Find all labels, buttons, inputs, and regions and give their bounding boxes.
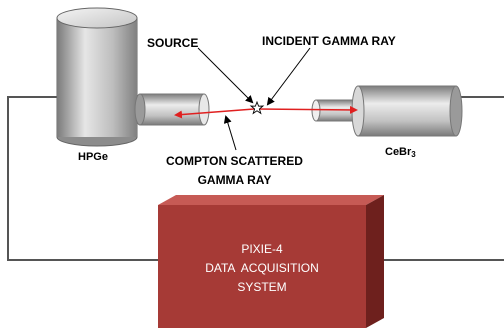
cebr-label: CeBr3 [385, 146, 416, 159]
cebr-label-base: CeBr [385, 146, 412, 158]
compton-label-line2: GAMMA RAY [197, 173, 272, 187]
daq-label-line2: DATA ACQUISITION [205, 261, 319, 275]
hpge-wire [7, 96, 158, 261]
daq-box-top [158, 195, 384, 205]
compton-scattered-label: COMPTON SCATTERED GAMMA RAY [166, 152, 303, 190]
cebr-detector [311, 85, 463, 137]
label-pointers [197, 47, 311, 151]
hpge-label: HPGe [78, 151, 108, 163]
source-label: SOURCE [147, 36, 199, 50]
daq-box [158, 195, 384, 328]
daq-box-side [366, 195, 384, 328]
gamma-rays [174, 105, 358, 119]
compton-pointer [223, 115, 237, 151]
incident-ray [257, 105, 358, 114]
daq-label-line3: SYSTEM [237, 280, 287, 294]
scattered-ray [174, 108, 255, 119]
cebr-label-subscript: 3 [411, 150, 416, 159]
daq-box-label: PIXIE-4 DATA ACQUISITION SYSTEM [168, 240, 356, 297]
compton-label-line1: COMPTON SCATTERED [166, 154, 303, 168]
daq-label-line1: PIXIE-4 [241, 242, 283, 256]
hpge-snout [134, 93, 210, 126]
signal-wires [7, 96, 504, 261]
source-star-icon [249, 100, 265, 115]
hpge-detector [56, 7, 138, 147]
daq-box-front [158, 205, 366, 328]
source-pointer [197, 47, 254, 104]
incident-pointer [266, 47, 311, 106]
incident-gamma-ray-label: INCIDENT GAMMA RAY [262, 34, 396, 48]
